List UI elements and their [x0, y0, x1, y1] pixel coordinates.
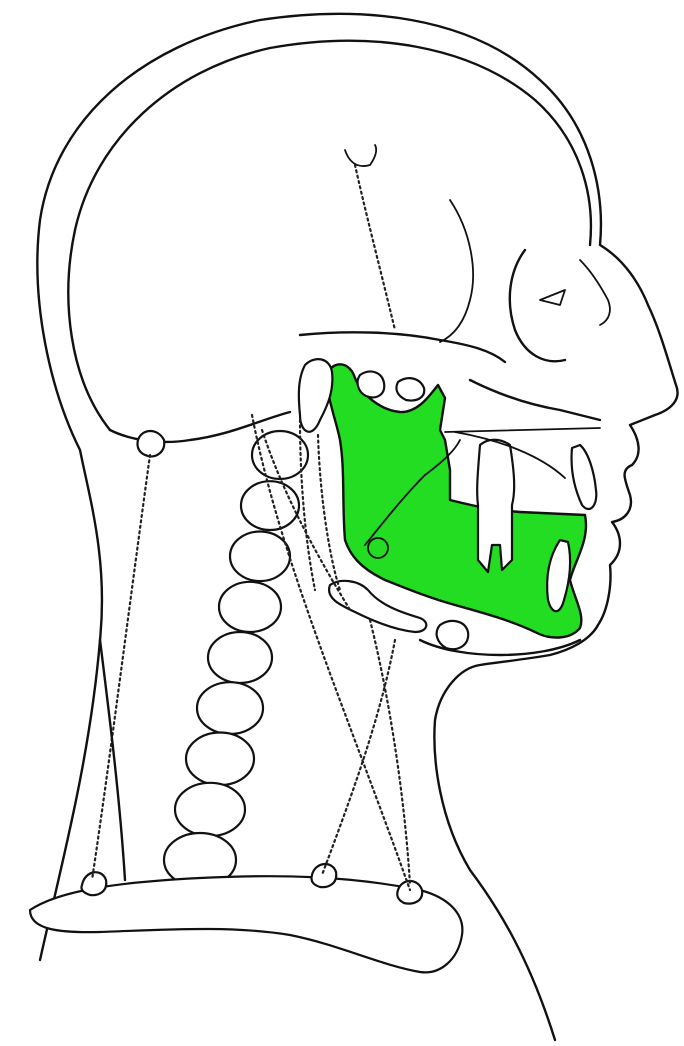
mastoid-process [137, 431, 164, 456]
maxilla [470, 380, 600, 420]
coronoid-small [396, 378, 424, 400]
scalene-line [370, 620, 410, 885]
cervical-spine [164, 431, 308, 887]
sphenoid-line [440, 200, 473, 342]
vertebra-5 [208, 632, 272, 683]
vertebra-3 [230, 532, 290, 582]
vertebra-4 [219, 582, 281, 632]
palate [445, 428, 600, 432]
vertebra-6 [197, 682, 263, 734]
vertebra-7 [186, 733, 254, 786]
stylohyoid-ligament [355, 165, 395, 330]
articular-tubercle [358, 372, 385, 398]
condyle [299, 359, 333, 432]
neck-back-outline [100, 640, 125, 880]
vertebra-8 [175, 783, 245, 836]
acromion-knob [397, 881, 422, 904]
nasal-bone [540, 290, 565, 305]
omohyoid-line [322, 640, 395, 875]
frontal-ridge [580, 260, 610, 325]
incisor-tooth [572, 445, 597, 509]
sternal-knob-left [81, 872, 106, 895]
orbit [510, 250, 565, 361]
hyoid-body [437, 621, 469, 649]
sella-marker [345, 145, 376, 166]
stylohyoid-muscle-line [318, 435, 340, 590]
vertebra-2 [241, 481, 299, 530]
zygomatic-arch [300, 332, 505, 362]
